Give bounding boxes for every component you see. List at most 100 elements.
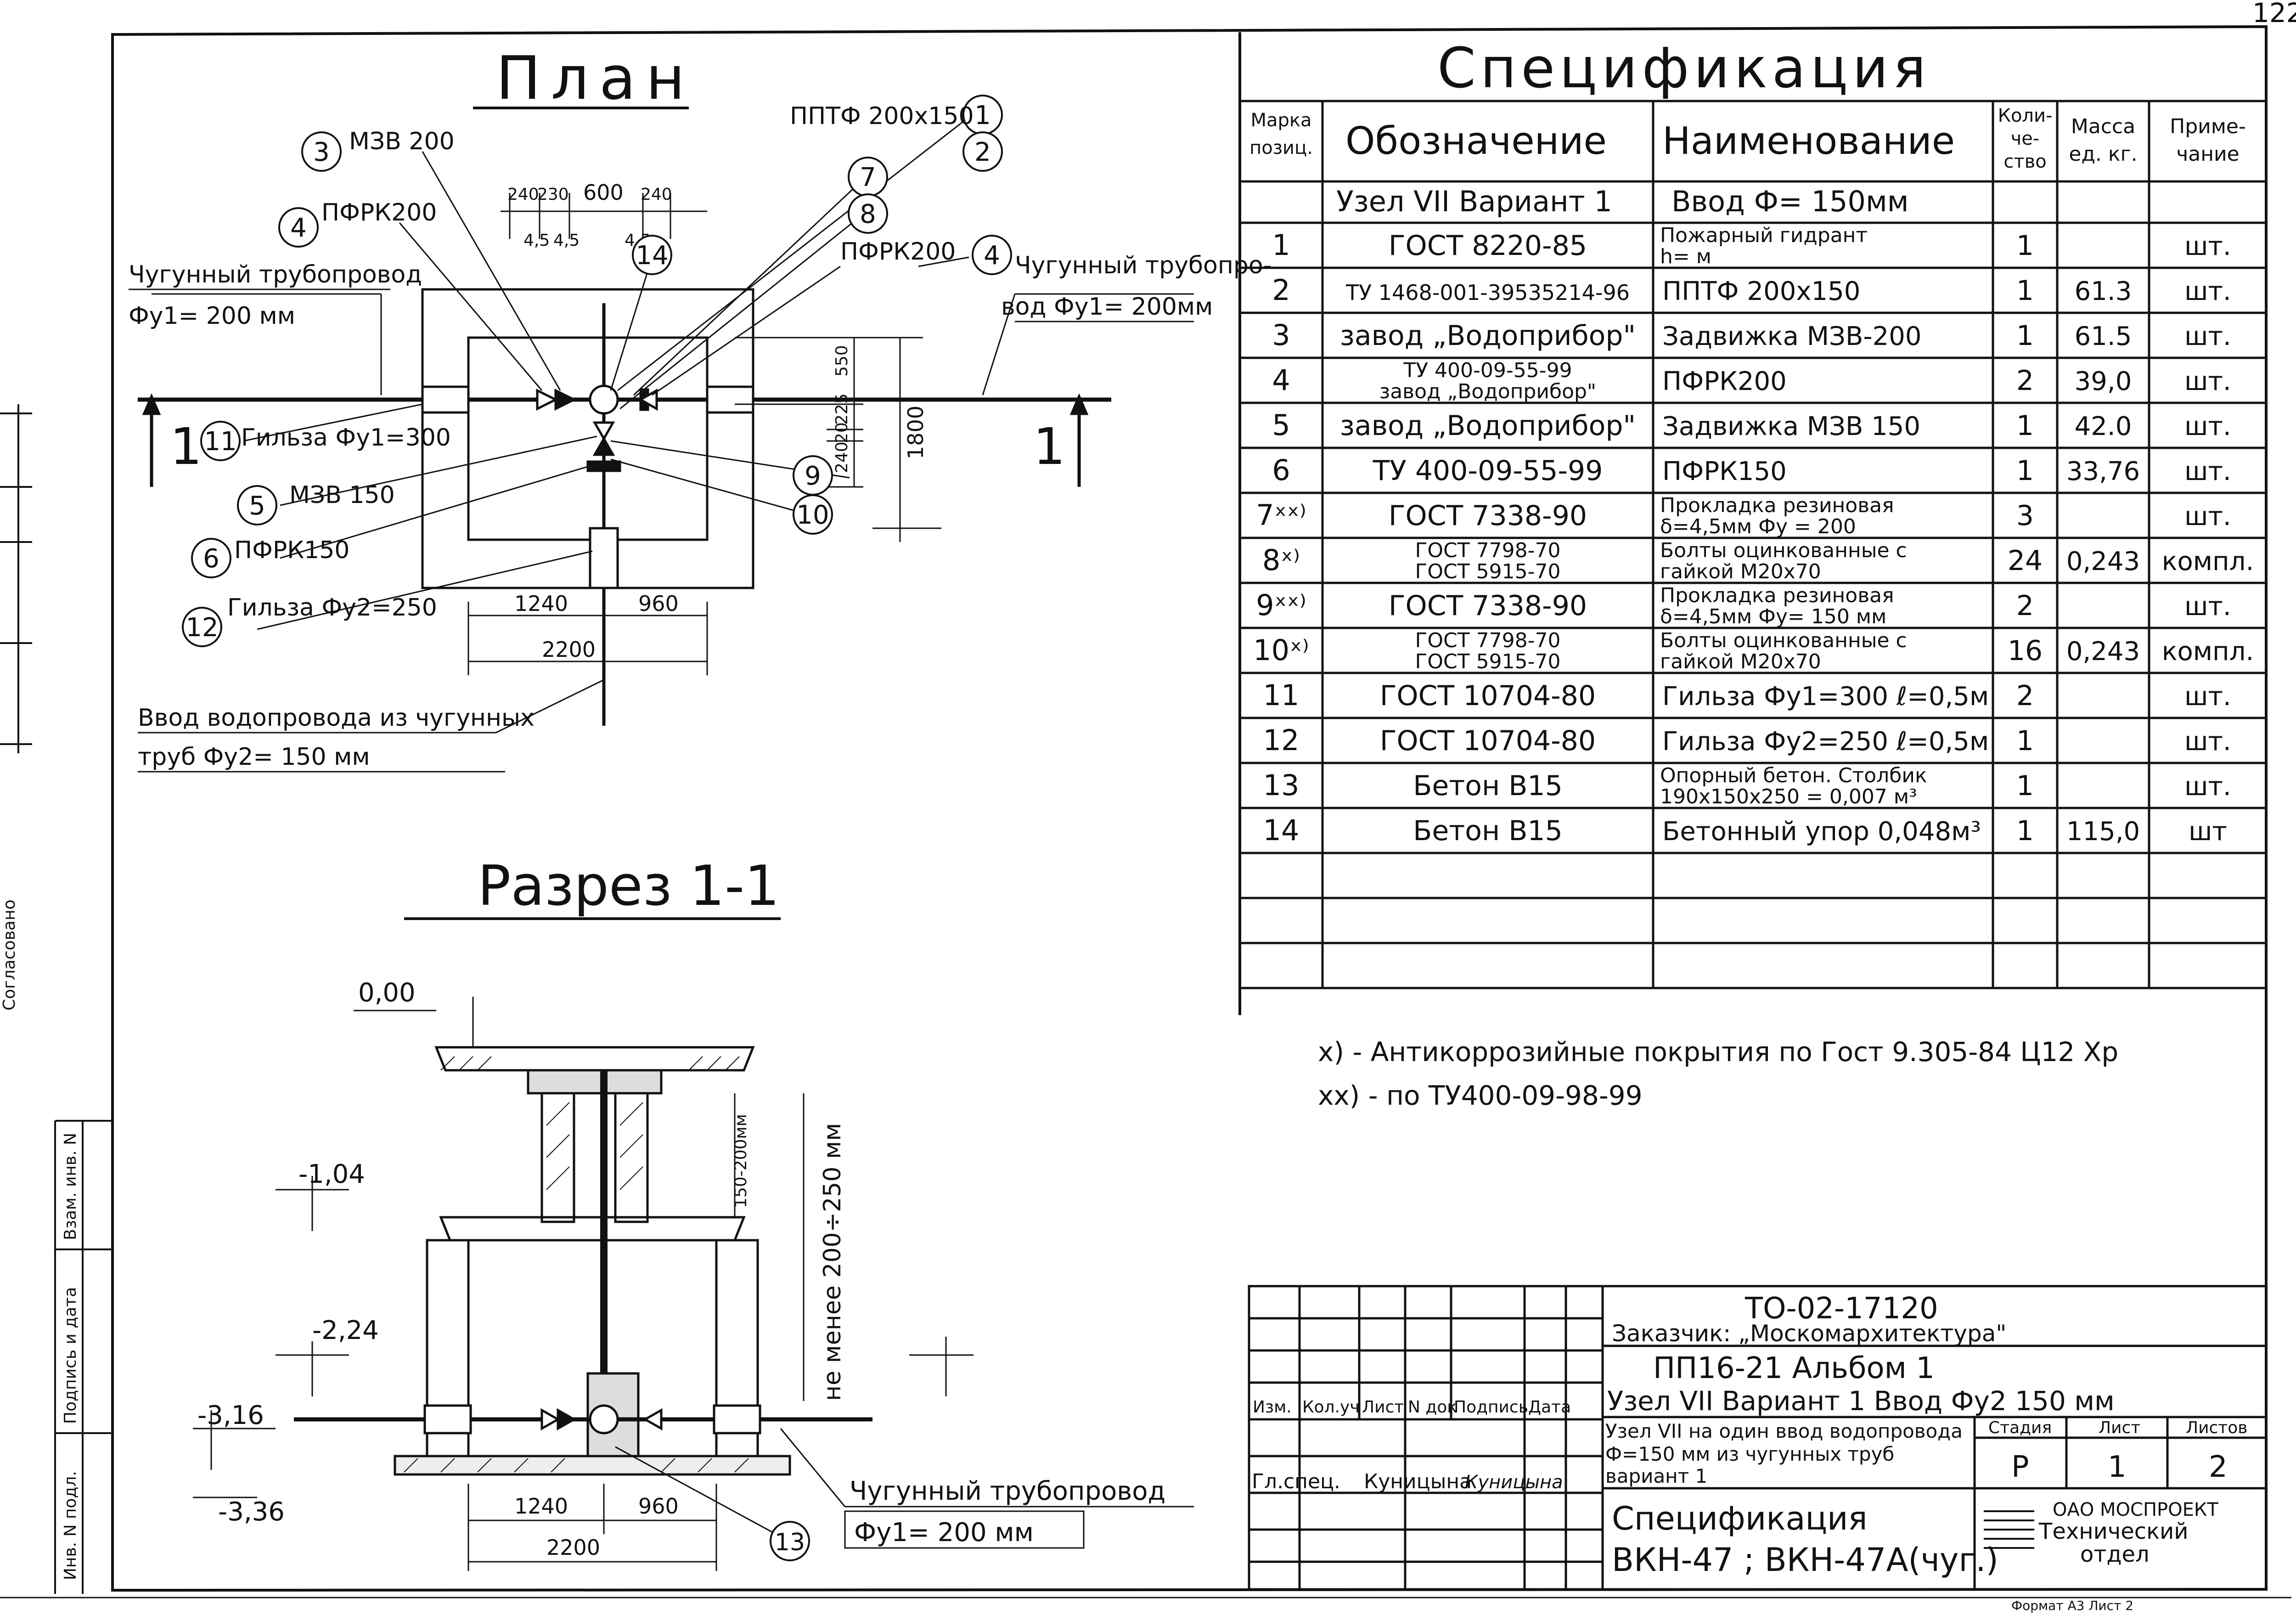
tb-node: Узел VII Вариант 1 Ввод Фу2 150 мм bbox=[1607, 1385, 2115, 1417]
header-name: Наименование bbox=[1662, 119, 1955, 163]
tb-sheets-h: Листов bbox=[2186, 1418, 2247, 1437]
spec-note: шт. bbox=[2184, 322, 2231, 351]
spec-name: Гильза Фу1=300 ℓ=0,5м bbox=[1662, 682, 1989, 712]
plan-dims-top bbox=[501, 193, 707, 239]
tb-stage-h: Стадия bbox=[1988, 1418, 2052, 1437]
spec-mass: 39,0 bbox=[2075, 367, 2132, 396]
callout-14: 14 bbox=[636, 241, 668, 271]
spec-name: ПФРК150 bbox=[1662, 457, 1787, 486]
spec-note: шт. bbox=[2184, 682, 2231, 712]
tb-rev-h-2: Лист bbox=[1362, 1398, 1404, 1417]
level-2-24: -2,24 bbox=[312, 1316, 379, 1345]
spec-qty: 24 bbox=[2008, 545, 2043, 577]
section-mark-right: 1 bbox=[1033, 417, 1065, 476]
spec-pos: 7ˣˣ⁾ bbox=[1256, 498, 1306, 532]
spec-pos: 14 bbox=[1263, 813, 1300, 847]
section-title: Разрез 1-1 bbox=[478, 854, 780, 918]
tb-org-3: отдел bbox=[2080, 1542, 2150, 1567]
label-pfrk150: ПФРК150 bbox=[234, 537, 349, 564]
dim-225: 225 bbox=[833, 393, 851, 425]
dim-240-b: 240 bbox=[641, 185, 672, 204]
label-inlet-1: Ввод водопровода из чугунных bbox=[138, 704, 535, 732]
header-note: чание bbox=[2176, 142, 2239, 166]
section-pipe-label-2: Фу1= 200 мм bbox=[854, 1518, 1034, 1548]
spec-note: шт. bbox=[2184, 727, 2231, 757]
section-pipe bbox=[294, 1404, 872, 1435]
spec-note: шт. bbox=[2184, 772, 2231, 802]
spec-pos: 11 bbox=[1263, 678, 1300, 712]
spec-mass: 42.0 bbox=[2075, 412, 2132, 441]
plan-leaders bbox=[138, 116, 1194, 734]
spec-mass: 61.3 bbox=[2075, 277, 2132, 306]
dim-240-a: 240 bbox=[507, 185, 539, 204]
spec-designation: ТУ 400-09-55-99 bbox=[1403, 359, 1572, 382]
tb-rev-h-1: Кол.уч bbox=[1302, 1398, 1360, 1417]
spec-name: Прокладка резиновая bbox=[1660, 584, 1894, 607]
tb-sheet-h: Лист bbox=[2099, 1418, 2140, 1437]
label-pipe-right-2: вод Фу1= 200мм bbox=[1001, 293, 1213, 321]
plan-dims-bottom bbox=[467, 602, 708, 675]
header-mass: Масса bbox=[2071, 115, 2135, 138]
spec-qty: 1 bbox=[2016, 815, 2034, 847]
label-pipe-left-1: Чугунный трубопровод bbox=[129, 261, 422, 288]
spec-designation: ТУ 1468-001-39535214-96 bbox=[1345, 280, 1630, 305]
spec-mass: 115,0 bbox=[2066, 817, 2140, 847]
plan-title: План bbox=[496, 43, 695, 113]
tb-format: Формат А3 Лист 2 bbox=[2011, 1598, 2133, 1613]
tb-doc-1: Спецификация bbox=[1612, 1500, 1868, 1537]
spec-mass: 0,243 bbox=[2066, 547, 2140, 576]
section-view: Разрез 1-1 bbox=[193, 854, 1194, 1571]
spec-qty: 1 bbox=[2016, 275, 2034, 307]
stamp-inv-original: Инв. N подл. bbox=[61, 1471, 80, 1580]
spec-mass: 33,76 bbox=[2066, 457, 2140, 486]
tb-code: ТО-02-17120 bbox=[1745, 1292, 1938, 1326]
spec-qty: 2 bbox=[2016, 590, 2034, 622]
spec-designation: ТУ 400-09-55-99 bbox=[1373, 455, 1603, 487]
spec-name: ППТФ 200х150 bbox=[1662, 277, 1860, 306]
spec-note: шт. bbox=[2184, 367, 2231, 396]
spec-qty: 1 bbox=[2016, 410, 2034, 442]
tb-desc-3: вариант 1 bbox=[1605, 1465, 1707, 1487]
spec-title: Спецификация bbox=[1437, 37, 1930, 101]
spec-qty: 16 bbox=[2008, 635, 2043, 667]
spec-name: Бетонный упор 0,048м³ bbox=[1662, 817, 1981, 847]
dim-600: 600 bbox=[583, 180, 624, 205]
dim-230: 230 bbox=[537, 185, 569, 204]
plan-callout-circles bbox=[182, 95, 1012, 647]
spec-pos: 10ˣ⁾ bbox=[1253, 633, 1309, 667]
dim-2200: 2200 bbox=[542, 637, 596, 662]
spec-name: δ=4,5мм Фу = 200 bbox=[1660, 515, 1856, 538]
spec-designation: завод „Водоприбор" bbox=[1379, 380, 1596, 403]
spec-pos: 9ˣˣ⁾ bbox=[1256, 588, 1306, 622]
dim-960: 960 bbox=[638, 591, 679, 616]
page-number: 122 bbox=[2252, 0, 2296, 28]
spec-qty: 1 bbox=[2016, 230, 2034, 262]
tb-stage: Р bbox=[2011, 1450, 2029, 1484]
callout-13: 13 bbox=[775, 1529, 805, 1556]
tb-customer: Заказчик: „Москомархитектура" bbox=[1612, 1320, 2006, 1347]
spec-note: шт bbox=[2189, 817, 2227, 847]
spec-pos: 6 bbox=[1272, 453, 1290, 487]
spec-mass: 0,243 bbox=[2066, 637, 2140, 666]
spec-qty: 1 bbox=[2016, 455, 2034, 487]
spec-designation: ГОСТ 10704-80 bbox=[1380, 725, 1596, 757]
tb-rev-h-4: Подпись bbox=[1454, 1398, 1528, 1417]
tb-rev-h-3: N док bbox=[1408, 1398, 1457, 1417]
spec-name: Болты оцинкованные с bbox=[1660, 539, 1907, 562]
plan-dims-right bbox=[735, 337, 941, 542]
tb-rev-h-5: Дата bbox=[1528, 1398, 1571, 1417]
dim-1240: 1240 bbox=[514, 591, 568, 616]
spec-note: компл. bbox=[2162, 547, 2254, 576]
stamp-signature-date: Подпись и дата bbox=[61, 1287, 80, 1424]
spec-mass: 61.5 bbox=[2075, 322, 2132, 351]
plan-callout-numbers: 1 2 3 4 4 7 8 14 9 10 11 5 6 12 bbox=[186, 101, 1000, 643]
dim-1800: 1800 bbox=[903, 406, 928, 459]
label-inlet-2: труб Фу2= 150 мм bbox=[138, 743, 370, 771]
spec-grid bbox=[1238, 100, 2268, 989]
tb-sheets: 2 bbox=[2209, 1450, 2228, 1484]
spec-name: Опорный бетон. Столбик bbox=[1660, 764, 1927, 787]
spec-name: ПФРК200 bbox=[1662, 367, 1787, 396]
spec-designation: ГОСТ 10704-80 bbox=[1380, 680, 1596, 712]
